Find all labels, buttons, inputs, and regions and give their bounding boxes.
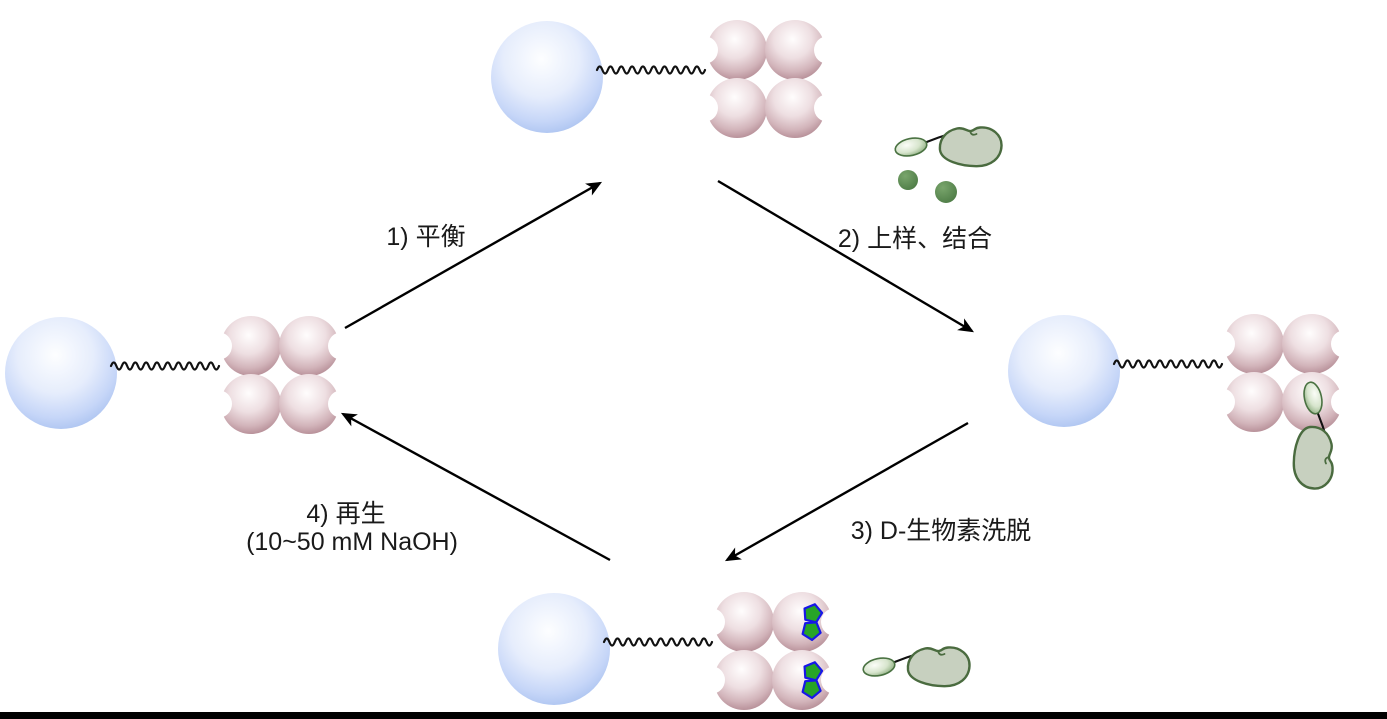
impurity-dot-2 [935,181,957,203]
impurity-dot-1 [898,170,918,190]
step4-label: 4) 再生 [306,500,385,528]
step4-sublabel: (10~50 mM NaOH) [246,528,458,556]
step3-label: 3) D-生物素洗脱 [851,517,1032,545]
arrow-step3 [724,421,969,562]
bottom-border-bar [0,712,1387,719]
step2-label: 2) 上样、结合 [838,225,992,253]
arrow-step2 [717,179,975,333]
arrow-step4 [340,412,611,562]
arrow-step1 [344,181,603,330]
step1-label: 1) 平衡 [386,223,465,251]
